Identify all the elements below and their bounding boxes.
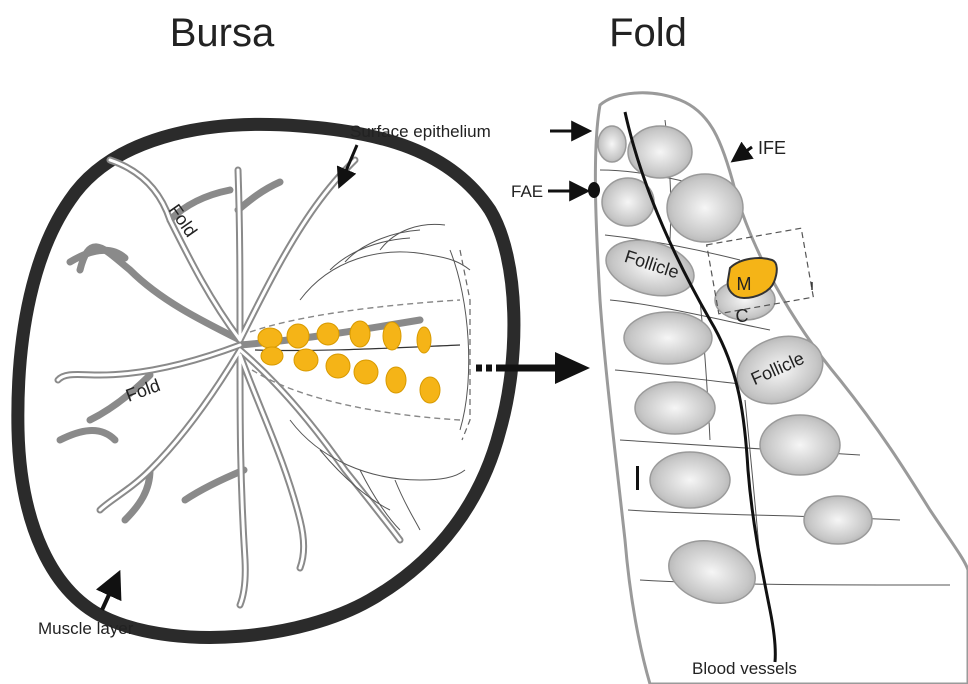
bursa-title: Bursa bbox=[170, 11, 275, 55]
medulla-label: M bbox=[737, 274, 752, 294]
fae-label: FAE bbox=[511, 182, 543, 201]
fold-title: Fold bbox=[609, 11, 687, 55]
surface-epithelium-label: Surface epithelium bbox=[350, 122, 491, 141]
muscle-layer-label: Muscle layer bbox=[38, 619, 134, 638]
blood-vessels-label: Blood vessels bbox=[692, 659, 797, 678]
ife-label: IFE bbox=[758, 138, 786, 158]
bursa-cross-section: Fold Fold Surface epithelium Muscle laye… bbox=[18, 122, 588, 638]
fae-marker bbox=[588, 182, 600, 198]
edge-tick bbox=[636, 466, 639, 490]
cortex-label: C bbox=[736, 306, 749, 326]
muscle-layer-ring bbox=[18, 124, 514, 637]
fold-enlarged: M C Follicle Follicle FAE IFE Blood vess… bbox=[511, 93, 968, 684]
ife-arrow bbox=[734, 147, 752, 160]
